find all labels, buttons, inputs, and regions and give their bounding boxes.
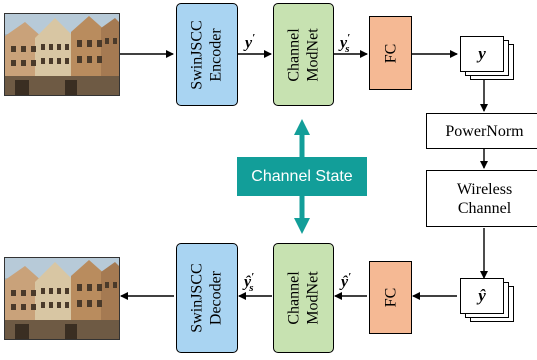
y-hat-symbol: ŷ <box>460 278 504 314</box>
y-symbol: y <box>460 36 504 72</box>
y-s-prime-label: y′s <box>340 32 351 55</box>
town-photo-icon <box>5 14 119 95</box>
y-hat-prime-label: ŷ′ <box>341 271 352 291</box>
modnet-top-label-line2: ModNet <box>304 27 322 82</box>
decoder-label-line1: SwinJSCC <box>189 263 206 333</box>
modnet-bottom-label-line2: ModNet <box>304 271 322 325</box>
y-hat-s-prime-label: ŷ′s <box>244 271 255 294</box>
input-image <box>4 13 120 96</box>
encoder-label-line2: Encoder <box>208 27 225 82</box>
fc-top-label: FC <box>381 43 399 63</box>
channel-state-label: Channel State <box>251 167 353 185</box>
fc-bottom-block: FC <box>369 261 412 334</box>
modnet-bottom-label-line1: Channel <box>285 271 303 325</box>
fc-top-block: FC <box>369 16 412 90</box>
modnet-top-label-line1: Channel <box>285 27 303 82</box>
y-prime-label: y′ <box>245 32 256 52</box>
y-symbol-stack: y <box>460 36 516 82</box>
wireless-label-line2: Channel <box>457 199 512 217</box>
town-photo-icon <box>5 258 119 339</box>
encoder-label-line1: SwinJSCC <box>189 19 206 90</box>
decoder-label-line2: Decoder <box>208 270 225 326</box>
y-hat-symbol-stack: ŷ <box>460 278 516 324</box>
powernorm-label: PowerNorm <box>445 122 524 140</box>
powernorm-block: PowerNorm <box>426 113 537 149</box>
output-image <box>4 257 120 340</box>
channel-state-block: Channel State <box>237 157 367 196</box>
wireless-label-line1: Wireless <box>456 180 513 198</box>
fc-bottom-label: FC <box>381 287 399 308</box>
